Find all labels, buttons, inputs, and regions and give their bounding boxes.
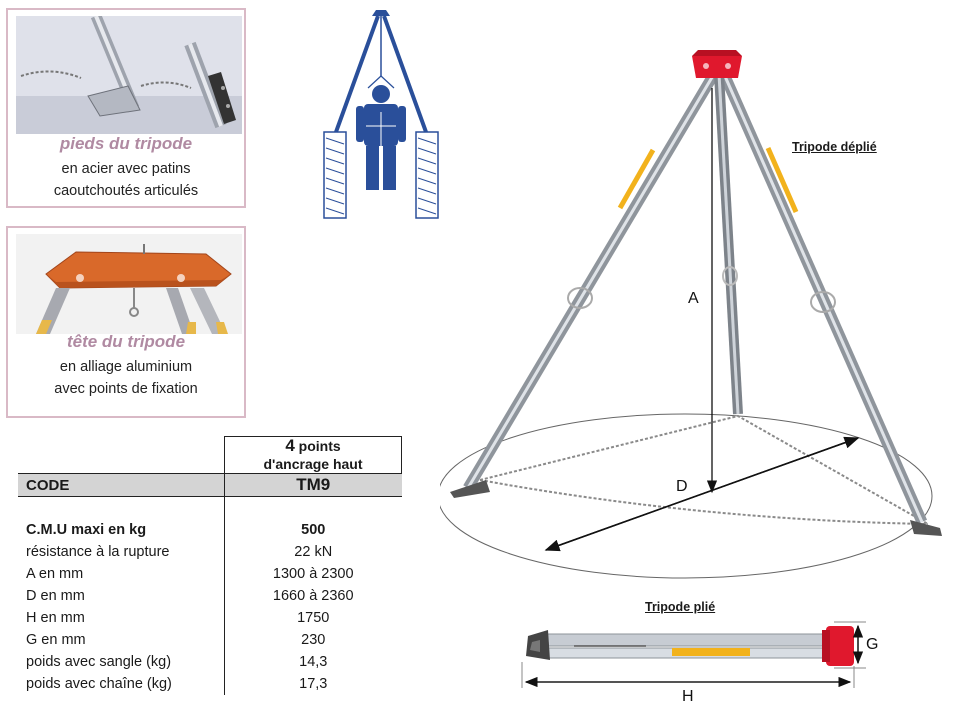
code-label: CODE bbox=[18, 473, 225, 497]
feet-title: pieds du tripode bbox=[59, 134, 193, 153]
row-label: D en mm bbox=[26, 588, 85, 604]
row-label: poids avec sangle (kg) bbox=[26, 654, 172, 670]
anchor-points-count: 4 bbox=[285, 436, 295, 455]
table-row: poids avec sangle (kg) 14,3 bbox=[18, 651, 402, 673]
anchor-points-word: points bbox=[298, 438, 341, 454]
dimension-h-label: H bbox=[682, 688, 694, 705]
table-row: H en mm 1750 bbox=[18, 607, 402, 629]
tripod-folded-diagram bbox=[521, 621, 866, 688]
tripod-deployed-diagram bbox=[440, 50, 942, 579]
table-header-row: 4 points d'ancrage haut bbox=[18, 436, 402, 474]
row-value: 1750 bbox=[224, 607, 402, 629]
row-value: 22 kN bbox=[224, 541, 402, 563]
head-line-2: avec points de fixation bbox=[54, 381, 198, 397]
tripod-feet-image bbox=[16, 16, 242, 134]
row-label: résistance à la rupture bbox=[26, 544, 170, 560]
code-row: CODE TM9 bbox=[18, 473, 402, 497]
head-line-1: en alliage aluminium bbox=[59, 359, 193, 375]
table-row: A en mm 1300 à 2300 bbox=[18, 563, 402, 585]
worker-pictogram bbox=[323, 10, 439, 219]
table-row: résistance à la rupture 22 kN bbox=[18, 541, 402, 563]
anchor-points-subtitle: d'ancrage haut bbox=[263, 456, 363, 472]
row-value: 17,3 bbox=[224, 673, 402, 695]
row-label: G en mm bbox=[26, 632, 86, 648]
table-row: C.M.U maxi en kg 500 bbox=[18, 519, 402, 541]
row-label: H en mm bbox=[26, 610, 85, 626]
row-label: poids avec chaîne (kg) bbox=[26, 676, 172, 692]
dimension-a-label: A bbox=[688, 290, 699, 307]
folded-label: Tripode plié bbox=[645, 600, 716, 614]
row-label: A en mm bbox=[26, 566, 84, 582]
row-value: 500 bbox=[224, 519, 402, 541]
tripod-head-image bbox=[16, 234, 242, 334]
table-row: D en mm 1660 à 2360 bbox=[18, 585, 402, 607]
head-caption: tête du tripode en alliage aluminium ave… bbox=[8, 332, 244, 400]
table-row: poids avec chaîne (kg) 17,3 bbox=[18, 673, 402, 695]
row-value: 230 bbox=[224, 629, 402, 651]
head-title: tête du tripode bbox=[66, 332, 186, 351]
feet-panel: pieds du tripode en acier avec patins ca… bbox=[6, 8, 246, 208]
feet-caption: pieds du tripode en acier avec patins ca… bbox=[8, 134, 244, 202]
spec-table: 4 points d'ancrage haut CODE TM9 C.M.U m… bbox=[18, 436, 402, 695]
dimension-d-label: D bbox=[676, 478, 688, 495]
feet-line-2: caoutchoutés articulés bbox=[53, 183, 199, 199]
row-value: 1300 à 2300 bbox=[224, 563, 402, 585]
dimension-g-label: G bbox=[866, 636, 879, 653]
row-label: C.M.U maxi en kg bbox=[26, 522, 147, 538]
row-value: 14,3 bbox=[224, 651, 402, 673]
head-panel: tête du tripode en alliage aluminium ave… bbox=[6, 226, 246, 418]
feet-line-1: en acier avec patins bbox=[61, 161, 191, 177]
table-row: G en mm 230 bbox=[18, 629, 402, 651]
code-value: TM9 bbox=[224, 473, 402, 497]
row-value: 1660 à 2360 bbox=[224, 585, 402, 607]
anchor-points-header: 4 points d'ancrage haut bbox=[224, 436, 402, 474]
deployed-label: Tripode déplié bbox=[792, 140, 877, 154]
